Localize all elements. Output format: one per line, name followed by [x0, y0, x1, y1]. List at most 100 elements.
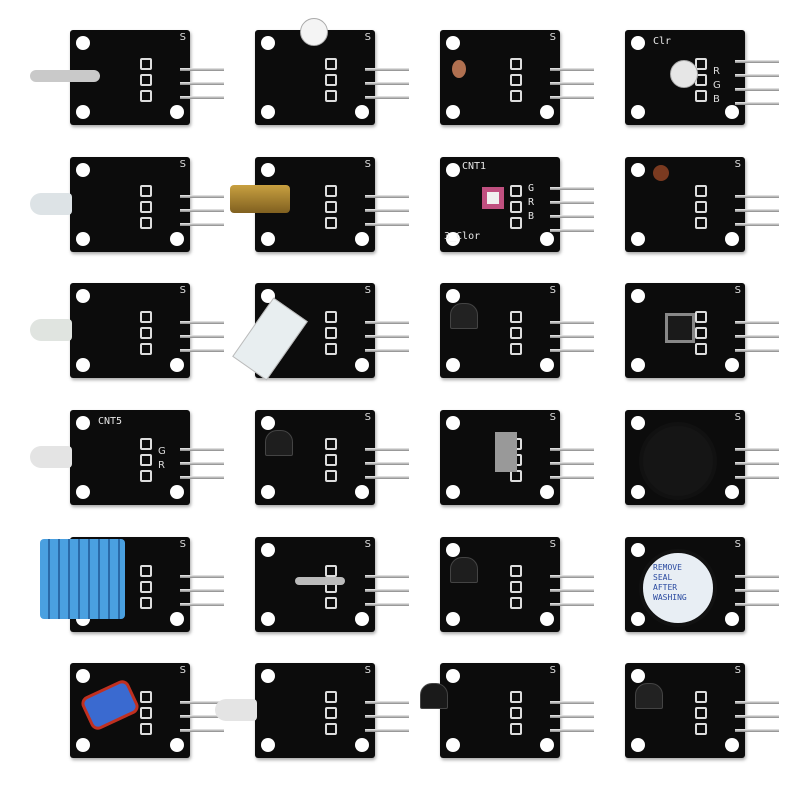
mounting-hole [76, 105, 90, 119]
mounting-hole [261, 105, 275, 119]
header-pin [365, 321, 409, 325]
header-pin [735, 729, 779, 733]
pcb-board: S [420, 663, 594, 759]
board-label: S [549, 665, 556, 677]
mounting-hole [540, 484, 554, 499]
mounting-hole [631, 484, 645, 499]
board-label: 3_Clor [444, 230, 481, 242]
solder-pad [510, 74, 522, 86]
header-pin [180, 321, 224, 325]
pcb-board: S [70, 663, 224, 759]
mounting-hole [540, 358, 554, 373]
header-pin [735, 461, 779, 465]
solder-pad [325, 343, 337, 356]
mounting-hole [170, 738, 184, 753]
sensor-module: S [215, 527, 409, 654]
led-component [670, 60, 698, 88]
header-pin [550, 228, 594, 232]
mounting-hole [540, 231, 554, 246]
mounting-hole [631, 289, 645, 304]
solder-pad [325, 564, 337, 577]
pin-label: R [158, 459, 165, 471]
mounting-hole [631, 162, 645, 177]
mounting-hole [446, 289, 460, 304]
board-label: S [364, 538, 371, 550]
header-pin [180, 82, 224, 85]
header-pin [550, 602, 594, 606]
mounting-hole [261, 611, 275, 626]
mounting-hole [725, 738, 739, 753]
sensor-module: S [30, 273, 224, 400]
mounting-hole [170, 358, 184, 373]
header-pin [365, 335, 409, 339]
transistor-component [420, 683, 448, 710]
glass-tube-component [30, 70, 100, 82]
mounting-hole [540, 105, 554, 119]
solder-pad [140, 200, 152, 213]
header-pin [180, 222, 224, 226]
led-component [300, 18, 328, 46]
mounting-hole [355, 231, 369, 246]
solder-pad [140, 311, 152, 324]
header-pin [180, 349, 224, 353]
transistor-component [450, 303, 478, 330]
header-pin [550, 214, 594, 218]
solder-pad [510, 90, 522, 102]
header-pin [180, 602, 224, 606]
pcb-board: S [30, 283, 224, 379]
header-pin [735, 208, 779, 212]
pin-label: S [734, 538, 741, 550]
solder-pad [510, 184, 522, 197]
header-pin [180, 715, 224, 719]
header-pin [735, 602, 779, 606]
header-pin [550, 96, 594, 99]
led-component [215, 699, 257, 722]
mounting-hole [76, 738, 90, 753]
solder-pad [325, 327, 337, 340]
board-label: S [364, 665, 371, 677]
board-label: Clr [653, 36, 672, 47]
pin-label: R [528, 196, 535, 208]
mounting-hole [170, 611, 184, 626]
solder-pad [140, 453, 152, 466]
header-pin [550, 335, 594, 339]
pin-label: B [713, 94, 720, 105]
header-pin [550, 475, 594, 479]
mounting-hole [446, 542, 460, 557]
reed-component [295, 576, 345, 585]
sensor-module: S [30, 20, 224, 147]
mounting-hole [725, 611, 739, 626]
header-pin [180, 475, 224, 479]
sensor-module: S [585, 653, 779, 780]
mounting-hole [446, 415, 460, 430]
mounting-hole [170, 105, 184, 119]
solder-pad [695, 184, 707, 197]
sensor-module: S [400, 20, 594, 147]
pin-label: R [713, 66, 720, 77]
mounting-hole [631, 105, 645, 119]
pcb-board: S [625, 663, 779, 759]
solder-pad [325, 200, 337, 213]
header-pin [180, 194, 224, 198]
sensor-module: S [215, 147, 409, 274]
pin-label: G [528, 182, 535, 194]
sensor-module: S [30, 653, 224, 780]
mounting-hole [725, 231, 739, 246]
board-label: S [179, 32, 186, 43]
header-pin [365, 715, 409, 719]
header-pin [365, 222, 409, 226]
board-label: S [179, 665, 186, 677]
header-pin [365, 349, 409, 353]
mounting-hole [76, 358, 90, 373]
solder-pad [140, 90, 152, 102]
mounting-hole [76, 669, 90, 684]
board-label: S [734, 285, 741, 297]
mounting-hole [76, 484, 90, 499]
sensor-module: S [585, 273, 779, 400]
mounting-hole [76, 289, 90, 304]
header-pin [180, 447, 224, 451]
solder-pad [140, 691, 152, 704]
